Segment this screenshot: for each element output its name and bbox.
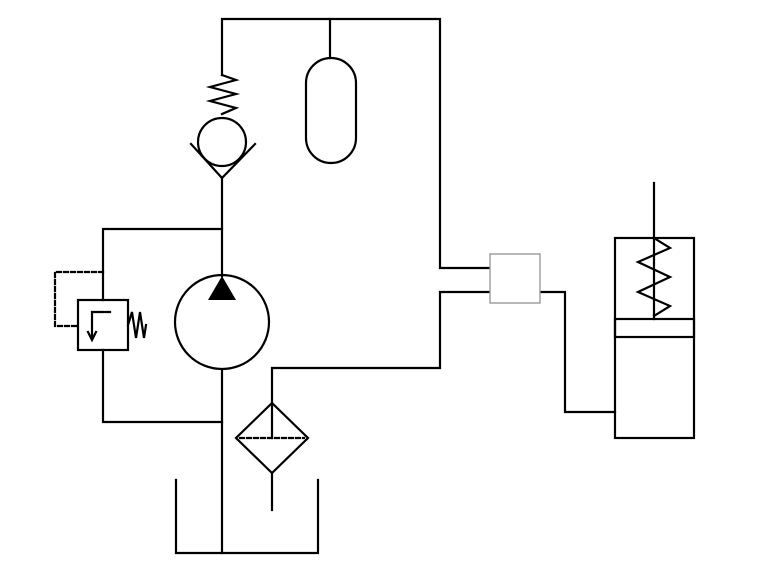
relief-valve-inlet-line xyxy=(101,227,224,302)
relief-valve-spring xyxy=(126,311,148,339)
pressure-relief-valve xyxy=(53,270,148,352)
check-valve-spring xyxy=(205,73,241,116)
cylinder-feed-line xyxy=(538,290,617,414)
filter xyxy=(234,401,310,512)
reservoir-tank xyxy=(174,478,320,555)
check-valve-seat xyxy=(189,142,257,180)
check-valve xyxy=(189,73,257,180)
accumulator xyxy=(304,56,358,165)
hydraulic-pump xyxy=(173,273,271,371)
relief-valve-drain-line xyxy=(101,348,224,424)
valve-block xyxy=(489,253,541,304)
relief-valve-pilot-line xyxy=(53,270,105,328)
pump-direction-arrow-icon xyxy=(208,276,236,300)
cylinder-spring xyxy=(635,236,673,318)
spring-return-cylinder xyxy=(613,181,696,440)
supply-loop-line xyxy=(220,17,492,270)
relief-valve-flow-arrow xyxy=(90,310,112,340)
return-line xyxy=(270,290,492,440)
cylinder-piston xyxy=(613,317,696,339)
